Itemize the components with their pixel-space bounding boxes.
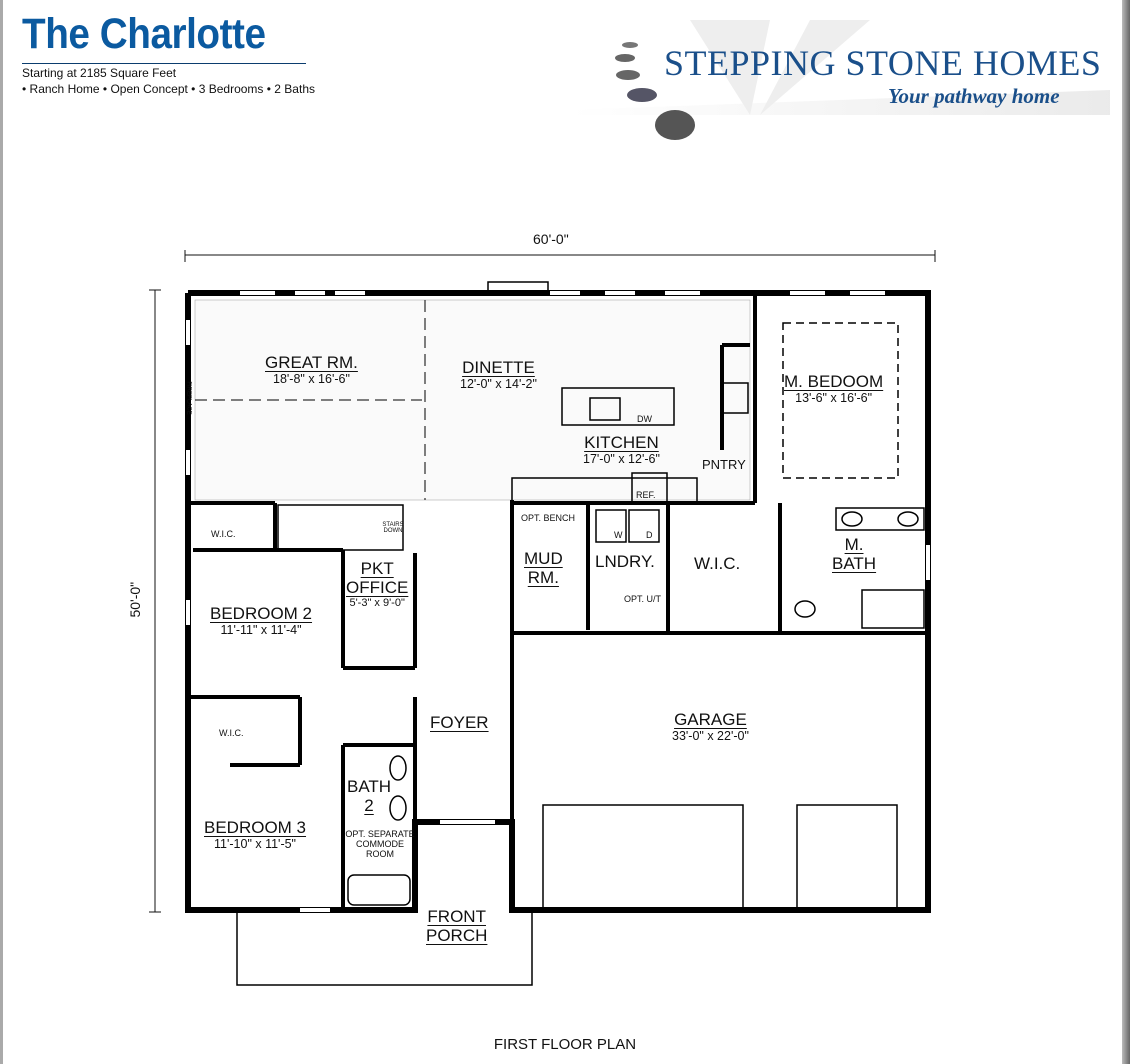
pantry-label: PNTRY: [702, 457, 746, 472]
opt-bench-label: OPT. BENCH: [521, 513, 576, 523]
plan-subtitle: Starting at 2185 Square Feet: [22, 66, 177, 80]
sink-icon: [389, 755, 407, 781]
width-dimension: 60'-0": [533, 231, 569, 247]
page-edge-left: [0, 0, 3, 1064]
feature: Ranch Home: [29, 82, 100, 96]
sink-icon: [841, 511, 863, 527]
wic-label: W.I.C.: [219, 728, 244, 738]
dryer-label: D: [646, 530, 653, 540]
stone-icon: [622, 42, 638, 48]
room-laundry: LNDRY.: [595, 552, 655, 571]
stone-icon: [615, 54, 635, 62]
bed-outline: [782, 322, 899, 479]
brand-tagline: Your pathway home: [888, 84, 1060, 108]
fireplace-label: FIREPLACE: [185, 381, 192, 415]
sink-icon: [589, 397, 621, 421]
stairs-label: STAIRS DOWN: [382, 522, 404, 534]
dryer-icon: [628, 509, 660, 543]
toilet-icon: [794, 600, 816, 618]
windows: [186, 291, 930, 912]
garage-door: [542, 804, 744, 911]
garage-door: [796, 804, 898, 911]
stone-icon: [627, 88, 657, 102]
lower-counter: [511, 477, 698, 504]
range-icon: [721, 382, 749, 414]
bathtub-icon: [347, 874, 411, 906]
room-foyer: FOYER: [430, 713, 489, 732]
brand-name: STEPPING STONE HOMES: [664, 43, 1102, 83]
shower: [861, 589, 925, 629]
sink-icon: [389, 795, 407, 821]
washer-label: W: [614, 530, 623, 540]
feature-list: • Ranch Home • Open Concept • 3 Bedrooms…: [22, 82, 315, 96]
feature: 2 Baths: [274, 82, 315, 96]
depth-dimension: 50'-0": [127, 581, 144, 618]
dishwasher-label: DW: [637, 414, 652, 424]
vanity: [835, 507, 925, 531]
fixtures: [195, 281, 925, 986]
commode-label: OPT. SEPARATE COMMODE ROOM: [345, 829, 415, 859]
washer-icon: [595, 509, 627, 543]
room-great-room: GREAT RM.18'-8" x 16'-6": [265, 353, 358, 386]
opt-ut-label: OPT. U/T: [624, 594, 662, 604]
feature: Open Concept: [110, 82, 188, 96]
plan-title: The Charlotte: [22, 10, 266, 58]
title-rule: [22, 63, 306, 64]
porch-outline: [236, 910, 533, 986]
plan-caption: FIRST FLOOR PLAN: [493, 1036, 637, 1053]
wic-label: W.I.C.: [211, 529, 236, 539]
stone-icon: [616, 70, 640, 80]
kitchen-island: [561, 387, 675, 426]
ref-label: REF.: [636, 490, 656, 500]
room-master-wic: W.I.C.: [694, 554, 741, 573]
company-logo: [570, 20, 1110, 140]
stone-icon: [655, 110, 695, 140]
stairs: [277, 504, 404, 551]
feature: 3 Bedrooms: [198, 82, 264, 96]
sink-icon: [897, 511, 919, 527]
window-bay: [487, 281, 549, 295]
room-master-bath: M.BATH: [832, 535, 877, 573]
page-edge-right: [1122, 0, 1130, 1064]
